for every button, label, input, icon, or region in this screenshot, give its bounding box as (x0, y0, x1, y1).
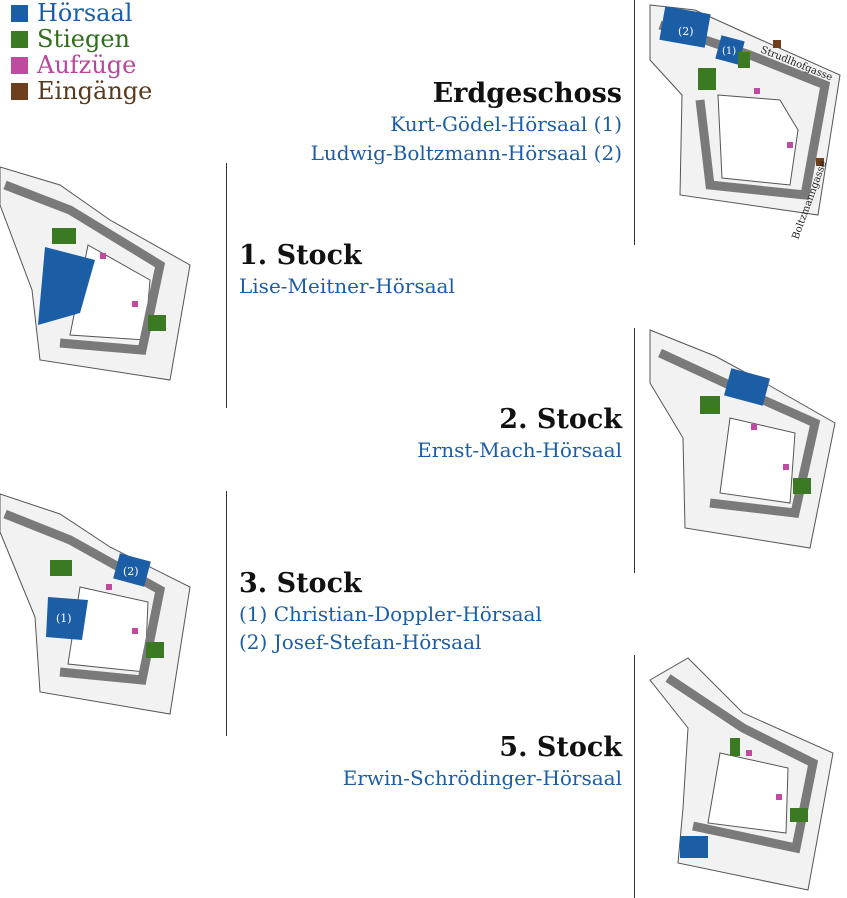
entrance-eg-1 (773, 40, 781, 48)
hall-kurt-goedel: Kurt-Gödel-Hörsaal (1) (390, 112, 622, 136)
legend-label-hoersaal: Hörsaal (37, 0, 133, 27)
divider-1-stock (226, 163, 227, 408)
legend-label-aufzuege: Aufzüge (37, 51, 137, 79)
hall-christian-doppler-area (46, 597, 88, 640)
lift-5-2 (776, 794, 782, 800)
floorplan-5-stock (649, 657, 834, 891)
divider-erdgeschoss (634, 0, 635, 245)
hall-christian-doppler: (1) Christian-Doppler-Hörsaal (239, 602, 542, 626)
stair-5-1 (730, 738, 740, 756)
entrance-eg-2 (816, 158, 824, 166)
heading-2-stock: 2. Stock (499, 404, 622, 435)
marker-2-label: (2) (678, 25, 694, 38)
floorplan-3-stock: (1) (2) (0, 493, 191, 715)
hall-lise-meitner-area (38, 247, 95, 325)
divider-3-stock (226, 491, 227, 736)
legend-item-eingaenge: Eingänge (0, 78, 152, 104)
lift-5-1 (746, 750, 752, 756)
divider-2-stock (634, 328, 635, 573)
legend-label-eingaenge: Eingänge (37, 77, 153, 105)
lift-2-2 (783, 464, 789, 470)
stair-5-2 (790, 808, 808, 822)
aufzuege-swatch-icon (11, 56, 28, 74)
marker-3-2-label: (2) (123, 565, 139, 578)
lift-1-1 (100, 253, 106, 259)
stair-3-1 (50, 560, 72, 576)
lift-2-1 (751, 424, 757, 430)
legend-item-aufzuege: Aufzüge (0, 52, 152, 78)
heading-erdgeschoss: Erdgeschoss (432, 78, 622, 109)
legend: Hörsaal Stiegen Aufzüge Eingänge (0, 0, 152, 104)
divider-5-stock (634, 655, 635, 898)
stair-eg-2 (738, 52, 750, 68)
floorplan-2-stock (649, 329, 836, 549)
hall-josef-stefan: (2) Josef-Stefan-Hörsaal (239, 630, 482, 654)
heading-1-stock: 1. Stock (239, 240, 362, 271)
stair-1-1 (52, 228, 76, 244)
marker-1-label: (1) (722, 46, 736, 57)
stair-3-2 (146, 642, 164, 658)
eingaenge-swatch-icon (11, 82, 28, 100)
stair-2-2 (793, 478, 811, 494)
lift-3-2 (132, 628, 138, 634)
hall-marker-goedel (715, 35, 745, 65)
stair-1-2 (148, 315, 166, 331)
hall-ernst-mach: Ernst-Mach-Hörsaal (417, 438, 622, 462)
lift-eg-1 (754, 88, 760, 94)
floorplan-1-stock (0, 166, 191, 381)
legend-item-hoersaal: Hörsaal (0, 0, 152, 26)
legend-label-stiegen: Stiegen (37, 25, 130, 53)
hoersaal-swatch-icon (11, 4, 28, 22)
lift-3-1 (106, 584, 112, 590)
lift-eg-2 (787, 142, 793, 148)
hall-lise-meitner: Lise-Meitner-Hörsaal (239, 274, 455, 298)
hall-josef-stefan-area (113, 553, 151, 587)
legend-item-stiegen: Stiegen (0, 26, 152, 52)
hall-ludwig-boltzmann: Ludwig-Boltzmann-Hörsaal (2) (310, 141, 622, 165)
hall-ernst-mach-area (724, 368, 770, 406)
heading-3-stock: 3. Stock (239, 568, 362, 599)
stiegen-swatch-icon (11, 30, 28, 48)
stair-eg-1 (698, 68, 716, 90)
hall-erwin-schroedinger-area (680, 836, 708, 858)
floorplan-erdgeschoss: (2) (1) Strudlhofgasse Boltzmanngasse (649, 4, 841, 241)
hall-erwin-schroedinger: Erwin-Schrödinger-Hörsaal (342, 766, 622, 790)
marker-3-1-label: (1) (56, 612, 72, 625)
heading-5-stock: 5. Stock (499, 732, 622, 763)
lift-1-2 (132, 301, 138, 307)
stair-2-1 (700, 396, 720, 414)
hall-marker-boltzmann (659, 6, 711, 48)
